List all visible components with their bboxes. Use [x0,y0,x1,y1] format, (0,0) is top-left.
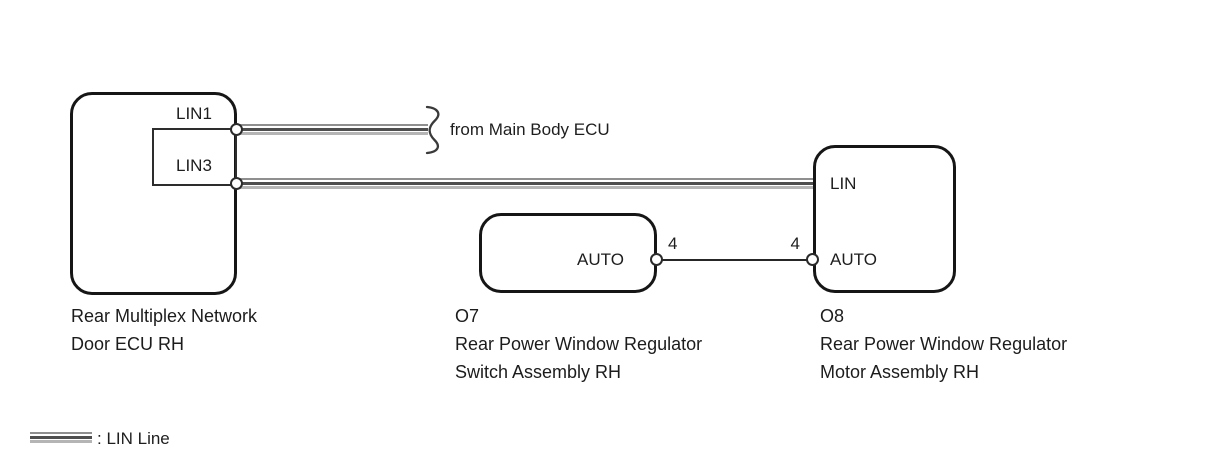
lin-wire-lin1-to-main-body-ecu [239,124,428,135]
legend-lin-line-swatch [30,432,92,443]
motor-pin-label-auto: AUTO [830,250,877,269]
ecu-connector-rect [152,128,237,186]
switch-pin-label-auto: AUTO [577,250,624,269]
switch-caption-line1: Rear Power Window Regulator [455,334,703,354]
legend-lin-line-label: : LIN Line [97,429,170,448]
motor-auto-pin [806,253,819,266]
switch-caption: O7 Rear Power Window Regulator Switch As… [455,302,702,386]
switch-pin-number: 4 [668,234,678,253]
switch-box [479,213,657,293]
ecu-pin-label-lin3: LIN3 [176,156,212,175]
switch-caption-line2: Switch Assembly RH [455,362,622,382]
motor-pin-number: 4 [790,234,800,253]
motor-caption-line2: Motor Assembly RH [820,362,980,382]
ecu-box [70,92,237,295]
switch-caption-code: O7 [455,306,480,326]
ecu-caption: Rear Multiplex Network Door ECU RH [71,302,257,358]
motor-caption-line1: Rear Power Window Regulator [820,334,1068,354]
lin-wire-lin3-to-motor [239,178,815,189]
ecu-lin1-pin [230,123,243,136]
motor-box [813,145,956,293]
ecu-lin3-pin [230,177,243,190]
ecu-pin-label-lin1: LIN1 [176,104,212,123]
motor-pin-label-lin: LIN [830,174,857,193]
ecu-caption-line1: Rear Multiplex Network [71,306,258,326]
auto-signal-wire [656,259,808,261]
motor-caption-code: O8 [820,306,845,326]
motor-caption: O8 Rear Power Window Regulator Motor Ass… [820,302,1067,386]
annotation-from-main-body-ecu: from Main Body ECU [450,120,610,139]
switch-auto-pin [650,253,663,266]
ecu-caption-line2: Door ECU RH [71,334,185,354]
